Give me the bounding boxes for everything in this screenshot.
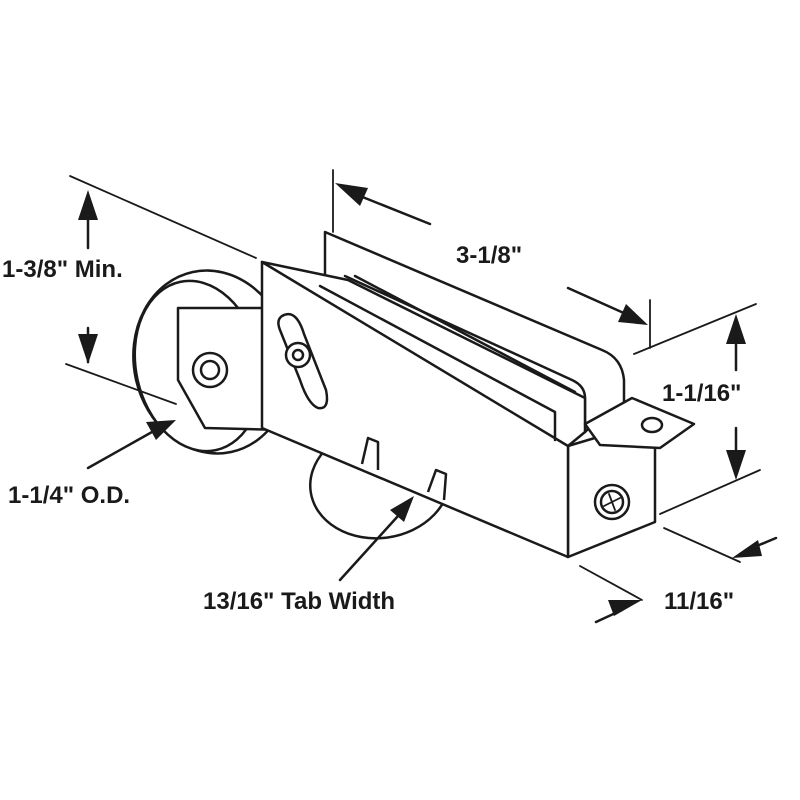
phillips-screw [593,483,631,521]
dimension-width [579,527,778,624]
housing-height-label: 1-1/16" [662,380,742,407]
length-label: 3-1/8" [456,242,523,269]
wheel-od-label: 1-1/4" O.D. [8,482,131,509]
axle-bracket [176,306,284,432]
dimension-wheel-od [86,420,176,470]
dimension-housing-height [633,303,761,515]
dimension-length [332,169,651,349]
tab-width-label: 13/16" Tab Width [203,588,396,615]
wing-adjustment-screw [277,312,329,410]
width-label: 11/16" [664,588,735,615]
height-min-label: 1-3/8" Min. [2,256,123,283]
dimension-height-min [65,175,257,405]
housing-tabs [360,436,448,501]
dimension-tab-width [338,496,414,582]
